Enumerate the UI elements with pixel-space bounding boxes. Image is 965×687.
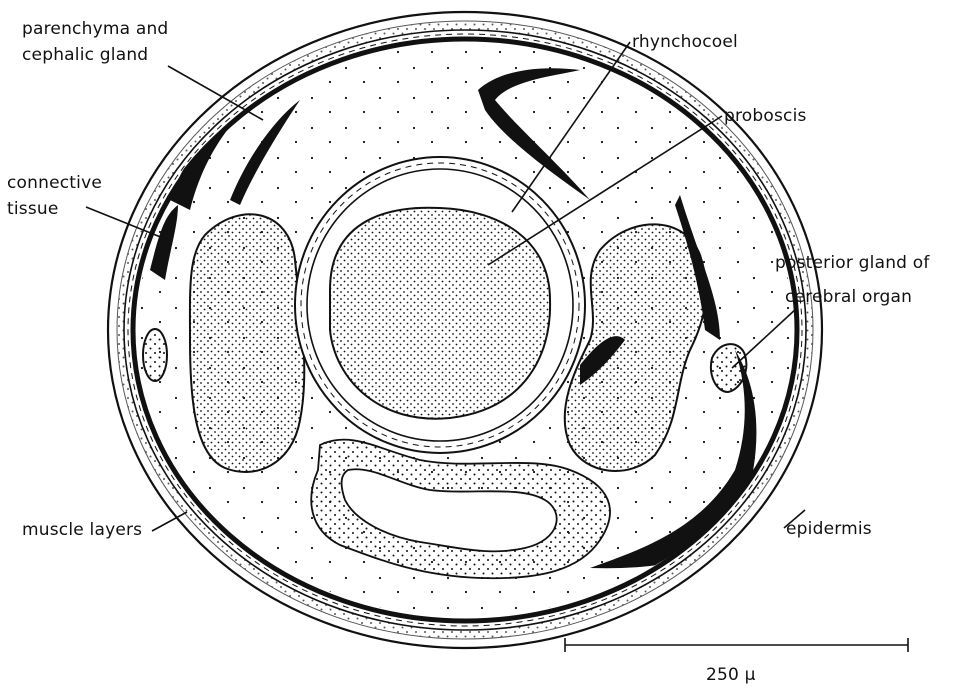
proboscis — [330, 208, 550, 419]
label-parenchyma-line1: parenchyma and — [22, 19, 168, 39]
label-proboscis: proboscis — [724, 106, 807, 126]
scale-bar: 250 μ — [565, 638, 908, 685]
scale-bar-label: 250 μ — [706, 665, 756, 685]
label-epidermis: epidermis — [786, 519, 872, 539]
left-gland — [143, 329, 167, 381]
label-posterior-line1: posterior gland of — [775, 253, 930, 273]
label-connective-line2: tissue — [7, 199, 59, 219]
label-posterior-line2: cerebral organ — [785, 287, 912, 307]
label-muscle-layers: muscle layers — [22, 520, 142, 540]
rhynchocoel-and-proboscis — [295, 157, 585, 453]
label-parenchyma-line2: cephalic gland — [22, 45, 148, 65]
label-rhynchocoel: rhynchocoel — [632, 32, 738, 52]
label-connective-line1: connective — [7, 173, 102, 193]
left-lateral-body — [190, 214, 304, 472]
